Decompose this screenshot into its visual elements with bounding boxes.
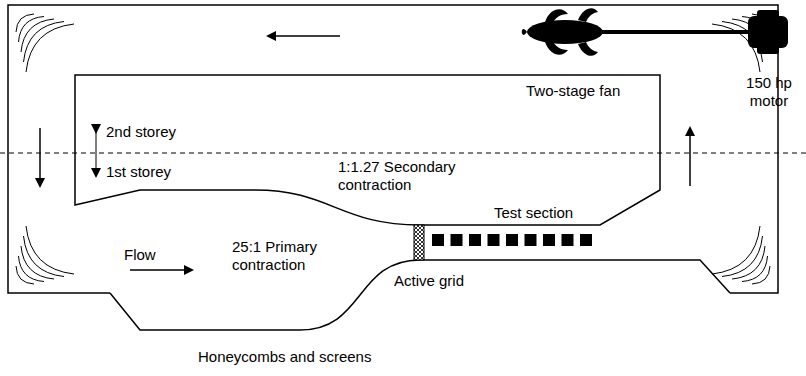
vane xyxy=(21,246,54,279)
flow-arrow xyxy=(268,35,340,37)
model-block xyxy=(525,234,537,246)
model-block xyxy=(469,234,481,246)
vane xyxy=(732,246,765,279)
flow-arrow xyxy=(130,269,192,271)
flow-arrow xyxy=(39,128,41,186)
lower-wall xyxy=(110,260,730,330)
vane xyxy=(712,24,760,72)
vane xyxy=(732,19,765,52)
component-label: Honeycombs and screens xyxy=(198,348,371,366)
model-block xyxy=(580,234,592,246)
model-block xyxy=(543,234,555,246)
flow-label: Flow xyxy=(124,246,156,264)
vane xyxy=(16,266,34,284)
component-label: Active grid xyxy=(394,272,464,290)
level-label: 1st storey xyxy=(106,163,171,181)
vane xyxy=(712,226,760,274)
vane xyxy=(26,24,74,72)
model-block xyxy=(562,234,574,246)
level-label: 2nd storey xyxy=(106,123,176,141)
vane xyxy=(21,19,54,52)
vane xyxy=(752,14,770,32)
component-label: Test section xyxy=(494,204,573,222)
turning-vanes xyxy=(16,14,770,284)
active-grid xyxy=(414,225,424,260)
model-block xyxy=(488,234,500,246)
fan xyxy=(522,8,748,56)
vane xyxy=(26,226,74,274)
storey-arrow xyxy=(96,132,97,176)
component-label: 25:1 Primary contraction xyxy=(232,238,344,274)
flow-arrow xyxy=(689,128,691,186)
outer-wall xyxy=(8,5,778,293)
model-block xyxy=(432,234,444,246)
motor xyxy=(748,10,788,54)
vane xyxy=(16,14,34,32)
storey-divider xyxy=(0,153,806,154)
component-label: Two-stage fan xyxy=(526,82,620,100)
component-label: 150 hp motor xyxy=(736,74,802,110)
vane xyxy=(752,266,770,284)
inner-wall xyxy=(75,75,660,225)
model-block xyxy=(451,234,463,246)
model-block xyxy=(506,234,518,246)
component-label: 1:1.27 Secondary contraction xyxy=(338,158,488,194)
test-models xyxy=(432,234,592,246)
